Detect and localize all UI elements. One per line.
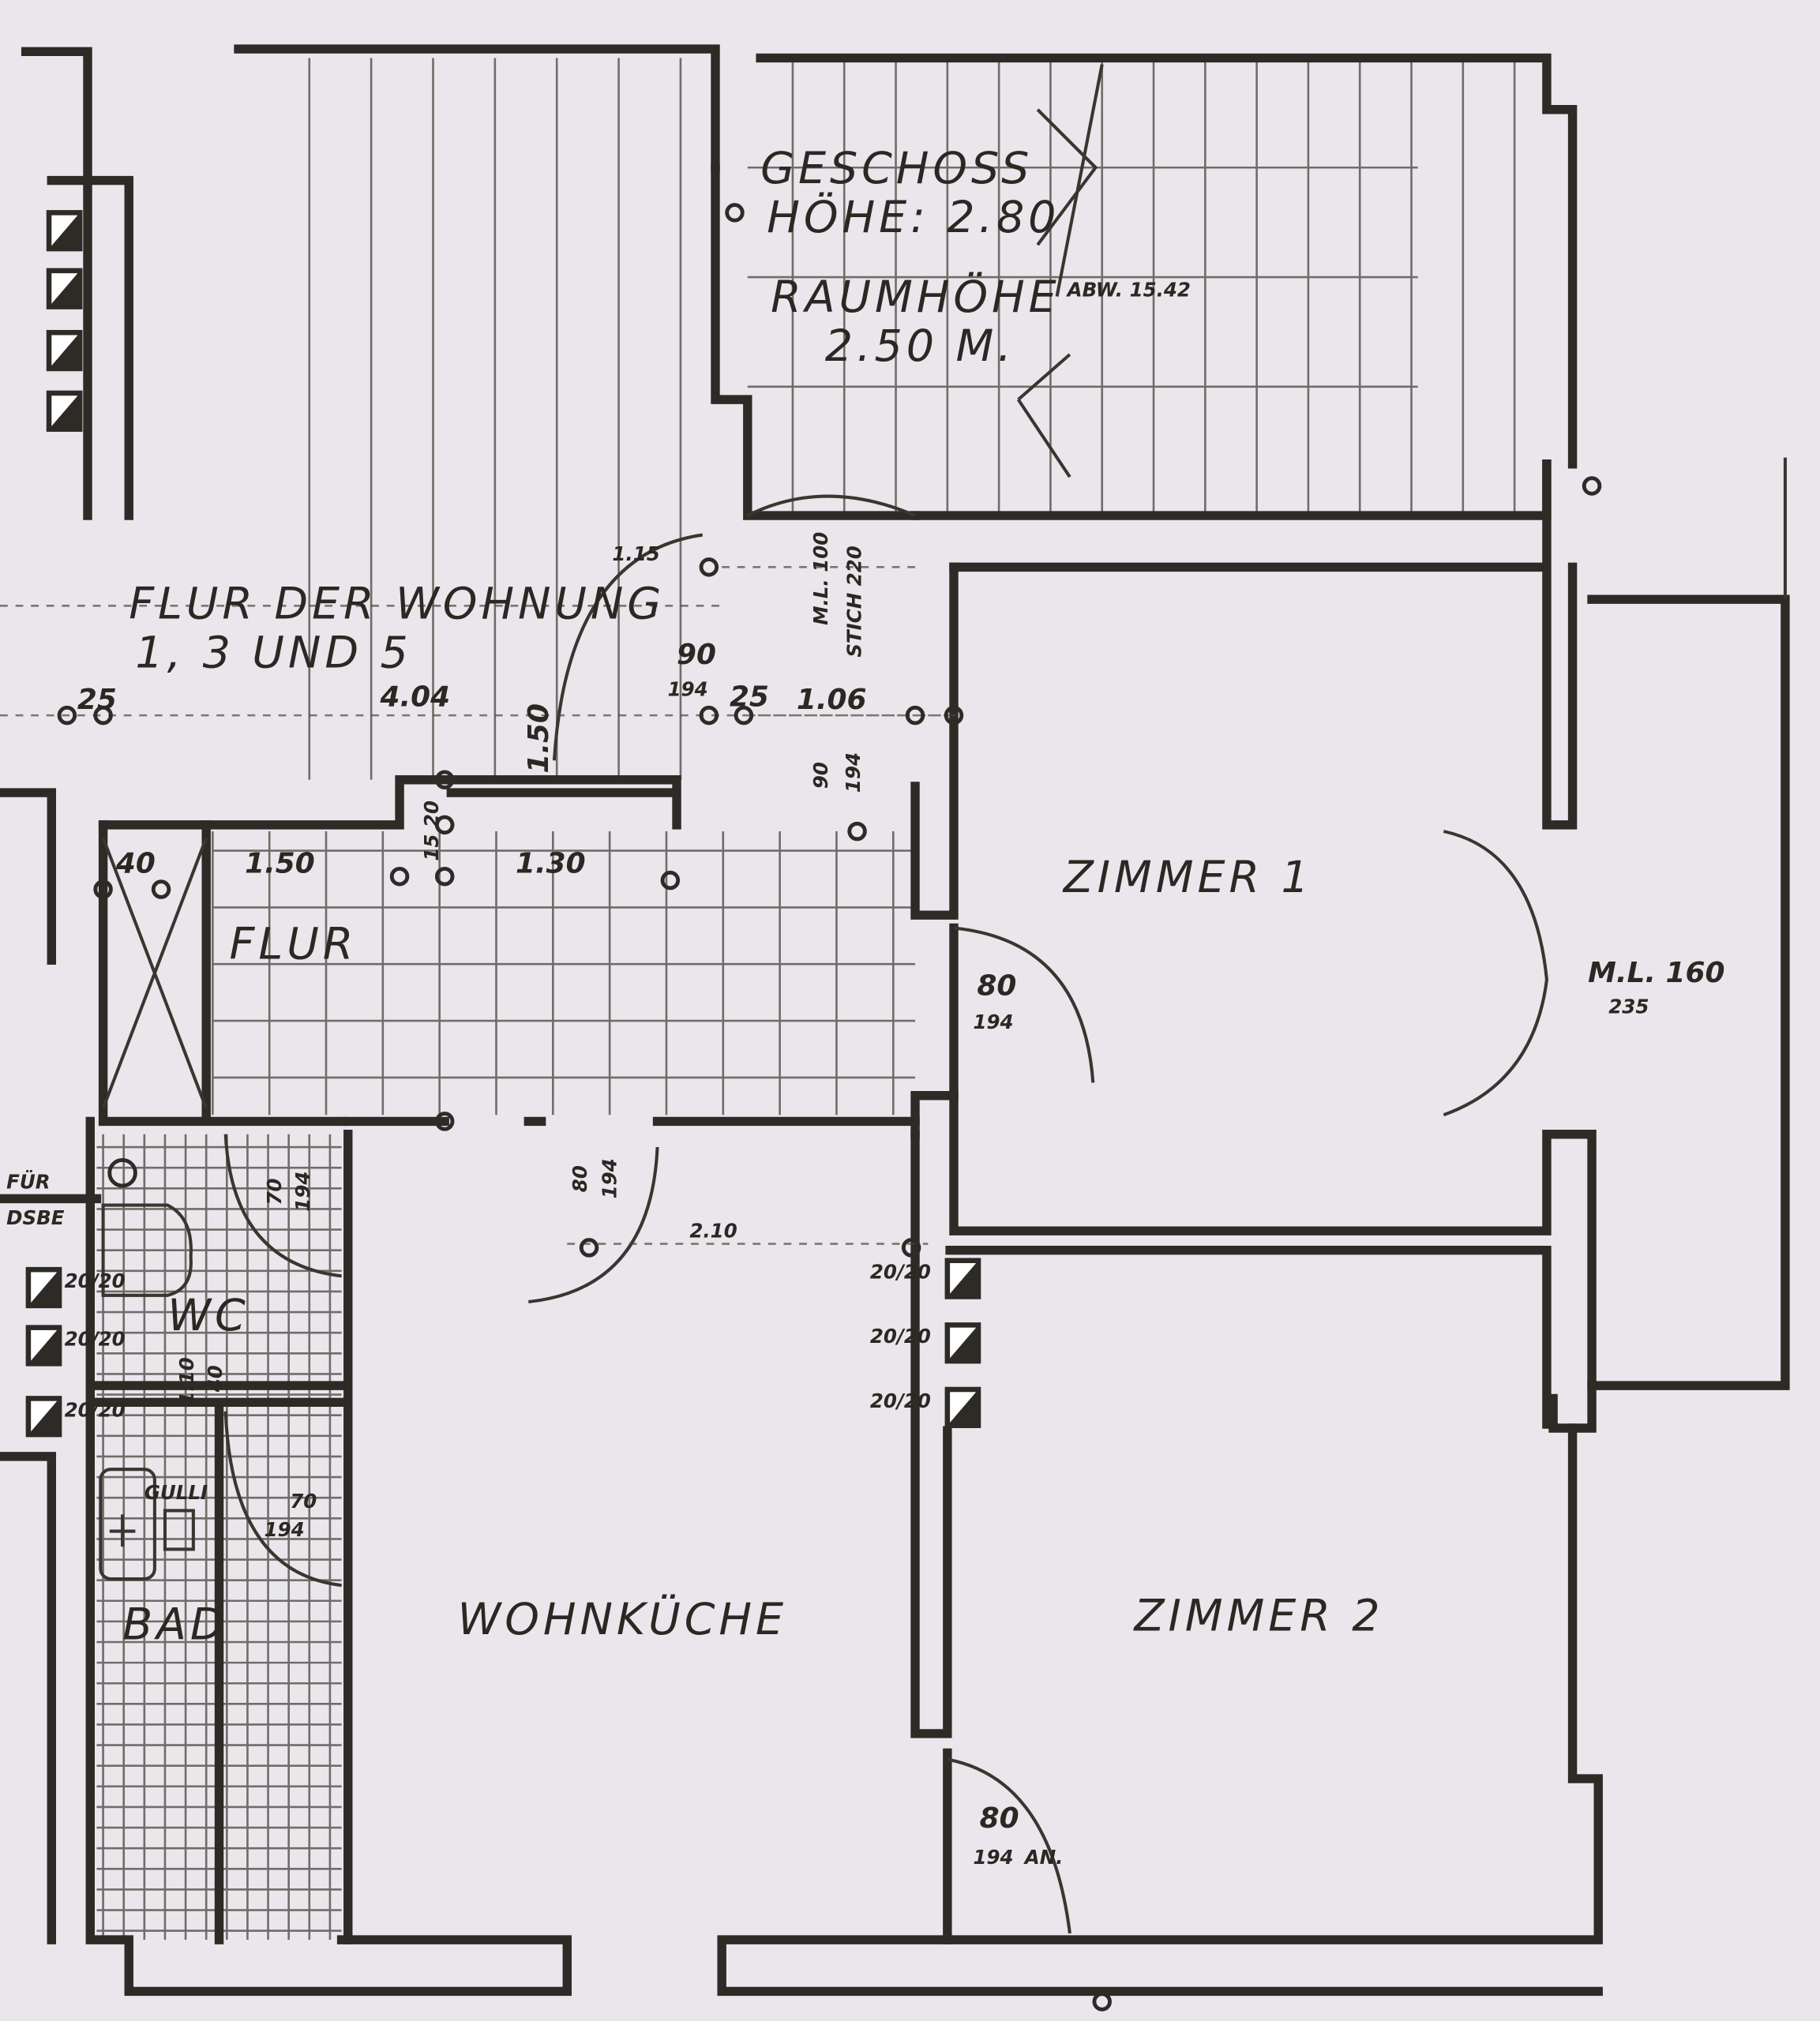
dim-150: 1.50 [245, 847, 315, 879]
dimension-marker [847, 821, 867, 842]
stair-window-stich: STICH 220 [842, 546, 865, 657]
room-height-value: 2.50 M. [825, 321, 1015, 372]
flue-icon [46, 268, 83, 309]
kitchen-label: WOHNKÜCHE [458, 1594, 787, 1645]
door-height-b: 194 [842, 752, 865, 793]
bath-door-width: 70 [290, 1490, 317, 1513]
flue-icon [46, 210, 83, 252]
kitchen-door-width: 80 [569, 1165, 591, 1192]
dim-210: 2.10 [689, 1219, 737, 1242]
dim-130: 1.30 [516, 847, 586, 879]
wc-door-width: 70 [263, 1178, 286, 1205]
wc-dim-110: 1.10 [175, 1357, 198, 1404]
dimension-marker [944, 705, 964, 726]
dimension-markers [57, 203, 1602, 2012]
shared-hall-units: 1, 3 UND 5 [135, 628, 411, 679]
flue-icon [25, 1266, 62, 1309]
chimney-flues [25, 210, 981, 1438]
dim-150-vertical: 1.50 [523, 703, 555, 774]
dimension-marker [901, 1238, 921, 1258]
drain-label: GULLI [144, 1481, 208, 1504]
room-height-label: RAUMHÖHE [771, 272, 1060, 323]
flue-size: 20/20 [870, 1325, 931, 1348]
wc-door-height: 194 [291, 1172, 314, 1212]
dim-106: 1.06 [797, 684, 867, 716]
shared-hall-label: FLUR DER WOHNUNG [129, 579, 665, 630]
flue-size: 20/20 [65, 1398, 126, 1421]
room2-label: ZIMMER 2 [1133, 1590, 1384, 1641]
balcony-door-height: 235 [1608, 995, 1649, 1018]
dimension-marker [1582, 476, 1602, 496]
stair-treads [308, 58, 1516, 780]
dimension-marker [93, 879, 113, 899]
floor-height-value: HÖHE: 2.80 [767, 192, 1060, 243]
door-width: 90 [677, 639, 716, 671]
dimension-marker [725, 203, 745, 223]
dimension-marker [93, 705, 113, 726]
flue-icon [944, 1322, 981, 1364]
hall-label: FLUR [230, 919, 358, 970]
kitchen-door-height: 194 [598, 1158, 621, 1198]
dimension-marker [434, 770, 455, 789]
dimension-marker [699, 705, 719, 726]
flue-icon [25, 1325, 62, 1367]
room1-door-width: 80 [977, 969, 1016, 1002]
dim-25: 25 [77, 684, 117, 716]
dimension-marker [151, 879, 171, 899]
dimension-marker [389, 866, 410, 887]
dim-15-20: 15 20 [420, 801, 443, 861]
abw-note: ABW. 15.42 [1066, 279, 1191, 302]
dimension-marker [434, 815, 455, 835]
door-height: 194 [668, 678, 708, 701]
dimension-lines [0, 566, 961, 1245]
room2-door-height: 194 [973, 1846, 1013, 1869]
room1-door-height: 194 [973, 1010, 1013, 1033]
bath-door-height: 194 [265, 1518, 305, 1541]
wc-dim-40: 40 [204, 1365, 227, 1393]
flue-size: 20/20 [870, 1261, 931, 1284]
dimension-marker [434, 866, 455, 887]
flue-icon [944, 1386, 981, 1428]
dimension-marker [905, 705, 925, 726]
room2-door-note: AN. [1023, 1846, 1064, 1869]
dimension-marker [57, 705, 77, 726]
bath-label: BAD [122, 1599, 227, 1651]
dimension-marker [660, 870, 681, 891]
dimension-marker [1092, 1992, 1112, 2012]
wc-label: WC [167, 1290, 249, 1341]
washbasin [99, 1468, 195, 1581]
stair-window-note: M.L. 100 [809, 532, 832, 625]
floor-height-label: GESCHOSS [760, 143, 1033, 194]
flue-note-1: FÜR [6, 1169, 50, 1193]
flue-icon [944, 1258, 981, 1299]
door-width-b: 90 [809, 762, 832, 789]
doors [101, 64, 1787, 1934]
flue-size: 20/20 [65, 1269, 126, 1292]
walls [0, 44, 1790, 1997]
flue-note-2: DSBE [6, 1206, 65, 1229]
dimension-marker [699, 557, 719, 577]
balcony-door-note: M.L. 160 [1588, 957, 1724, 989]
room2-door-width: 80 [980, 1802, 1019, 1835]
flue-size: 20/20 [65, 1327, 126, 1350]
flue-size: 20/20 [870, 1389, 931, 1412]
dim-40: 40 [115, 847, 156, 879]
flue-icon [46, 329, 83, 372]
wc-fixture [101, 1157, 193, 1297]
flue-icon [46, 390, 83, 432]
dimension-marker [434, 1112, 455, 1131]
flue-icon [25, 1396, 62, 1438]
room1-label: ZIMMER 1 [1062, 852, 1313, 903]
labels: GESCHOSS HÖHE: 2.80 RAUMHÖHE 2.50 M. ABW… [6, 143, 1724, 1869]
dimension-marker [579, 1238, 599, 1258]
dim-25b: 25 [730, 681, 769, 714]
dim-115: 1.15 [612, 542, 659, 565]
dim-404: 4.04 [380, 681, 451, 714]
dimension-marker [734, 705, 754, 726]
